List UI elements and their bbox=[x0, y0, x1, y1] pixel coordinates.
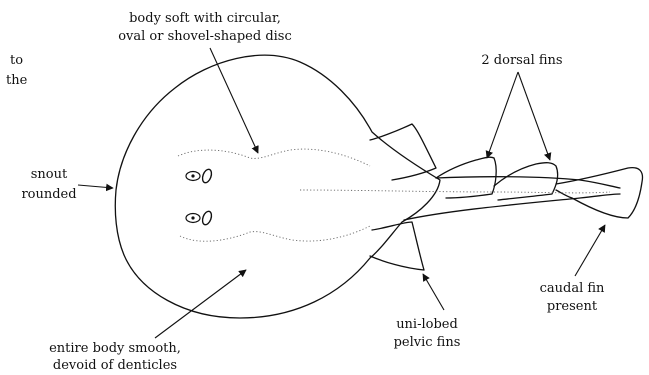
dorsal-fin-2 bbox=[494, 163, 558, 200]
arrow-dorsal-2 bbox=[518, 72, 550, 160]
label-pelvic-line1: uni-lobed bbox=[396, 317, 458, 332]
label-caudal-line1: caudal fin bbox=[540, 281, 605, 296]
arrow-body bbox=[210, 48, 258, 153]
body-disc bbox=[115, 55, 440, 318]
ray-illustration bbox=[115, 55, 642, 318]
electric-organ-outline-lower bbox=[180, 226, 370, 241]
label-snout-line2: rounded bbox=[21, 187, 76, 202]
arrow-pelvic bbox=[423, 274, 444, 310]
label-snout-line1: snout bbox=[31, 167, 68, 182]
label-body-line2: oval or shovel-shaped disc bbox=[118, 29, 292, 44]
lateral-line bbox=[300, 190, 610, 193]
eye-right-group bbox=[186, 210, 213, 226]
label-pelvic-line2: pelvic fins bbox=[394, 335, 461, 350]
electric-organ-outline-upper bbox=[178, 149, 370, 166]
label-smooth-line2: devoid of denticles bbox=[53, 358, 177, 373]
arrow-dorsal-1 bbox=[487, 72, 518, 158]
arrow-smooth bbox=[155, 270, 246, 338]
spiracle-left bbox=[201, 168, 213, 184]
label-body-line1: body soft with circular, bbox=[129, 11, 281, 26]
clipped-text-top: to bbox=[10, 53, 23, 68]
label-caudal-line2: present bbox=[547, 299, 598, 314]
eye-left-group bbox=[186, 168, 213, 184]
arrow-caudal bbox=[575, 225, 605, 276]
clipped-text-bottom: the bbox=[6, 73, 28, 88]
label-smooth-line1: entire body smooth, bbox=[49, 341, 181, 356]
arrow-snout bbox=[78, 185, 113, 188]
spiracle-right bbox=[201, 210, 213, 226]
eye-right-pupil bbox=[191, 216, 194, 219]
pelvic-fin bbox=[370, 222, 424, 270]
eye-left-pupil bbox=[191, 174, 194, 177]
label-dorsal: 2 dorsal fins bbox=[481, 53, 562, 68]
